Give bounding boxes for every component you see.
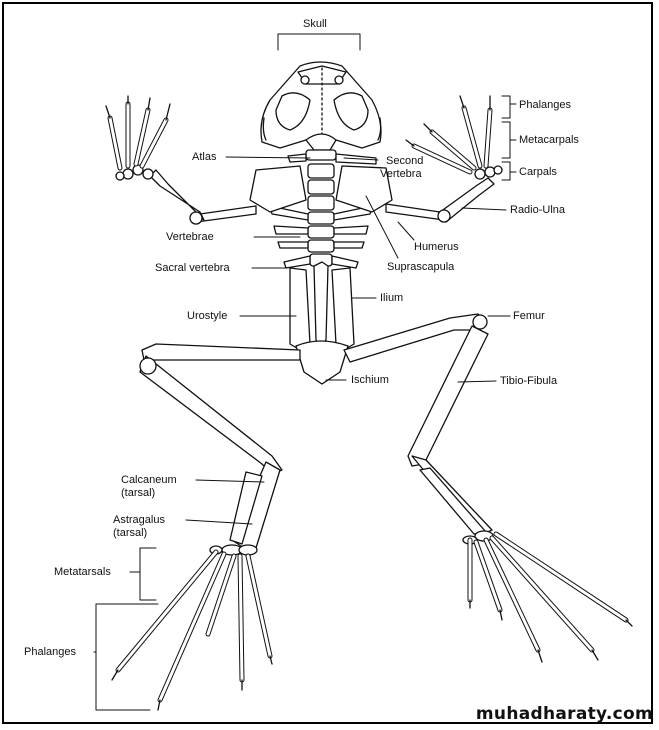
leader-lines — [93, 33, 517, 711]
left-leg-drawing — [111, 343, 301, 711]
label-metacarpals: Metacarpals — [519, 134, 579, 146]
label-phalanges-hand: Phalanges — [519, 99, 571, 111]
skull-drawing — [260, 61, 382, 151]
label-radio-ulna: Radio-Ulna — [510, 204, 566, 216]
right-leg-drawing — [343, 313, 633, 663]
label-astragalus-line1: Astragalus — [113, 514, 165, 526]
label-humerus: Humerus — [414, 241, 459, 253]
label-sacral-vertebra: Sacral vertebra — [155, 262, 230, 274]
label-second-vertebra-line2: Vertebra — [380, 168, 422, 180]
label-second-vertebra-line1: Second — [386, 155, 424, 167]
label-phalanges-foot: Phalanges — [24, 646, 76, 658]
label-metatarsals: Metatarsals — [54, 566, 111, 578]
label-suprascapula: Suprascapula — [387, 261, 455, 273]
label-calcaneum-line1: Calcaneum — [121, 474, 177, 486]
pelvis-drawing — [289, 261, 355, 385]
label-urostyle: Urostyle — [187, 310, 228, 322]
watermark: muhadharaty.com — [475, 704, 653, 724]
label-ilium: Ilium — [380, 292, 404, 304]
diagram-frame — [2, 2, 653, 724]
right-arm-drawing — [385, 95, 503, 223]
label-vertebrae: Vertebrae — [166, 231, 214, 243]
label-skull: Skull — [303, 18, 327, 30]
label-calcaneum-line2: (tarsal) — [121, 487, 156, 499]
label-tibio-fibula: Tibio-Fibula — [500, 375, 558, 387]
label-ischium: Ischium — [351, 374, 389, 386]
label-carpals: Carpals — [519, 166, 557, 178]
label-femur: Femur — [513, 310, 545, 322]
label-astragalus-line2: (tarsal) — [113, 527, 148, 539]
label-atlas: Atlas — [192, 151, 217, 163]
left-arm-drawing — [105, 95, 257, 225]
suprascapula-drawing — [249, 165, 393, 213]
